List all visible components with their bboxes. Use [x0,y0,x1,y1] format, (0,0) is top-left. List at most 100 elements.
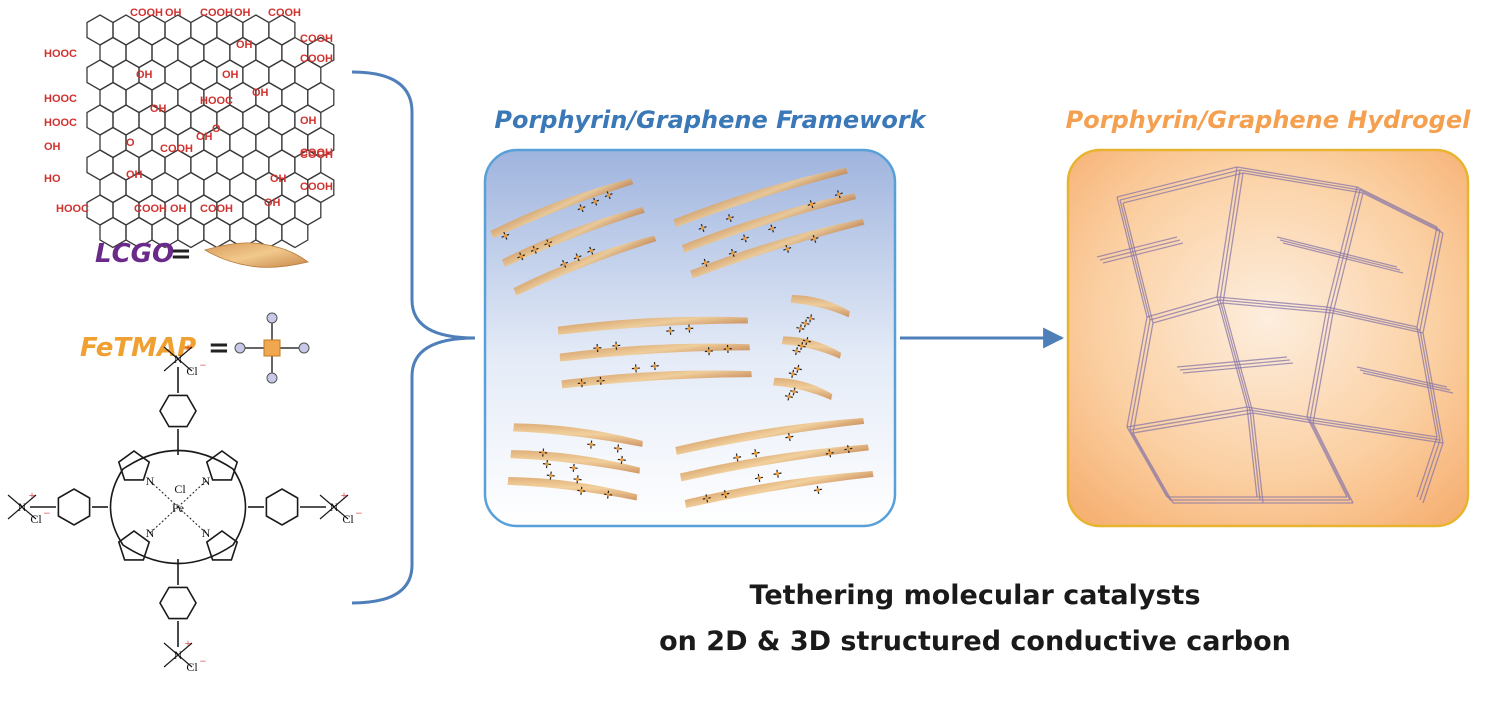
network-strand [1122,172,1244,204]
graphene-sheet-stack [557,316,752,389]
network-strand [1116,166,1238,198]
functional-group-label: COOH [300,147,333,159]
catalyst-marker [844,444,853,454]
catalyst-marker [666,326,675,335]
functional-group-label: HOOC [44,93,77,105]
catalyst-marker [577,204,586,213]
lcgo-equals: = [170,239,192,269]
nitrogen-label: N [202,526,211,540]
catalyst-marker [593,343,602,353]
catalyst-marker [577,486,586,495]
functional-group-label: O [126,137,135,149]
network-strand [1126,406,1248,428]
catalyst-marker [539,448,548,457]
phenyl-ring [265,488,299,526]
network-strand [1246,406,1308,418]
network-strand [1326,186,1358,308]
fetmap-structure [7,346,349,668]
functional-group-label: OH [136,69,153,81]
catalyst-marker [612,341,621,350]
methyl-bond [7,506,23,520]
catalyst-marker [631,364,640,373]
catalyst-marker [834,190,843,199]
macrocycle [109,449,247,565]
functional-group-label: COOH [300,53,333,65]
lcgo-legend: LCGO = [95,239,309,269]
catalyst-marker [797,342,806,351]
methyl-bond [177,642,193,656]
functional-group-label: COOH [300,181,333,193]
network-strand [1239,169,1361,191]
graphene-sheet [502,207,645,267]
functional-group-label: COOH [134,203,167,215]
catalyst-marker [790,387,799,396]
network-strand [1129,409,1251,431]
fetmap-equals: = [208,333,230,363]
iron-label: Fe [172,501,184,515]
plus-charge-label: + [341,488,348,502]
ammonium-n-label: N [174,352,183,366]
nitrogen-label: N [146,474,155,488]
network-strand [1219,169,1241,301]
network-strand [1416,436,1438,498]
network-strand [1249,409,1311,421]
graphene-sheet [490,178,634,239]
functional-group-label: OH [270,173,287,185]
caption-line-1: Tethering molecular catalysts [749,580,1200,611]
network-strand [1419,229,1441,331]
graphene-sheet [790,294,850,318]
catalyst-marker [577,379,586,388]
network-strand [1329,309,1421,331]
network-strand [1312,422,1444,444]
fetmap-icon [234,312,310,384]
network-strand [1129,319,1151,431]
functional-group-label: OH [264,197,281,209]
plus-charge-label: + [185,636,192,650]
network-strand [1416,226,1438,328]
methyl-bond [163,346,179,360]
network-strand [1119,169,1241,201]
network-strand [1326,306,1418,328]
catalyst-marker [701,258,710,267]
network-strand [1132,322,1154,434]
network-strand [1246,406,1258,498]
network-strand [1279,239,1401,271]
graphene-sheet [513,235,657,296]
functional-group-label: OH [222,69,239,81]
catalyst-marker [813,485,823,494]
catalyst-marker [546,471,555,480]
graphene-sheet [680,444,869,482]
functional-group-label: OH [236,39,253,51]
catalyst-marker [725,214,734,223]
catalyst-marker [806,314,815,323]
pyrrole-ring [117,450,151,481]
catalyst-marker [721,490,730,499]
chloride-label: Cl [342,512,354,526]
methyl-bond [177,358,193,372]
network-strand [1312,422,1354,504]
catalyst-marker [702,494,711,503]
network-strand [1359,369,1451,391]
network-strand [1422,232,1444,334]
network-strand [1306,416,1348,498]
methyl-bond [319,494,335,508]
catalyst-marker [596,376,605,385]
graphene-sheet-stack [490,178,657,296]
catalyst-marker [501,231,510,240]
functional-group-label: OH [126,169,143,181]
network-strand [1422,442,1444,504]
network-strand [1312,312,1334,424]
minus-charge-label: − [200,654,207,668]
graphene-sheet [561,370,752,389]
plus-charge-label: + [29,488,36,502]
catalyst-marker [517,252,526,261]
plus-charge-label: + [185,340,192,354]
catalyst-marker [793,364,802,373]
network-strand [1252,412,1264,504]
network-strand [1419,439,1441,501]
catalyst-marker [573,475,582,484]
graphene-sheet [690,218,865,279]
catalyst-marker [802,336,811,346]
catalyst-marker [751,449,760,458]
